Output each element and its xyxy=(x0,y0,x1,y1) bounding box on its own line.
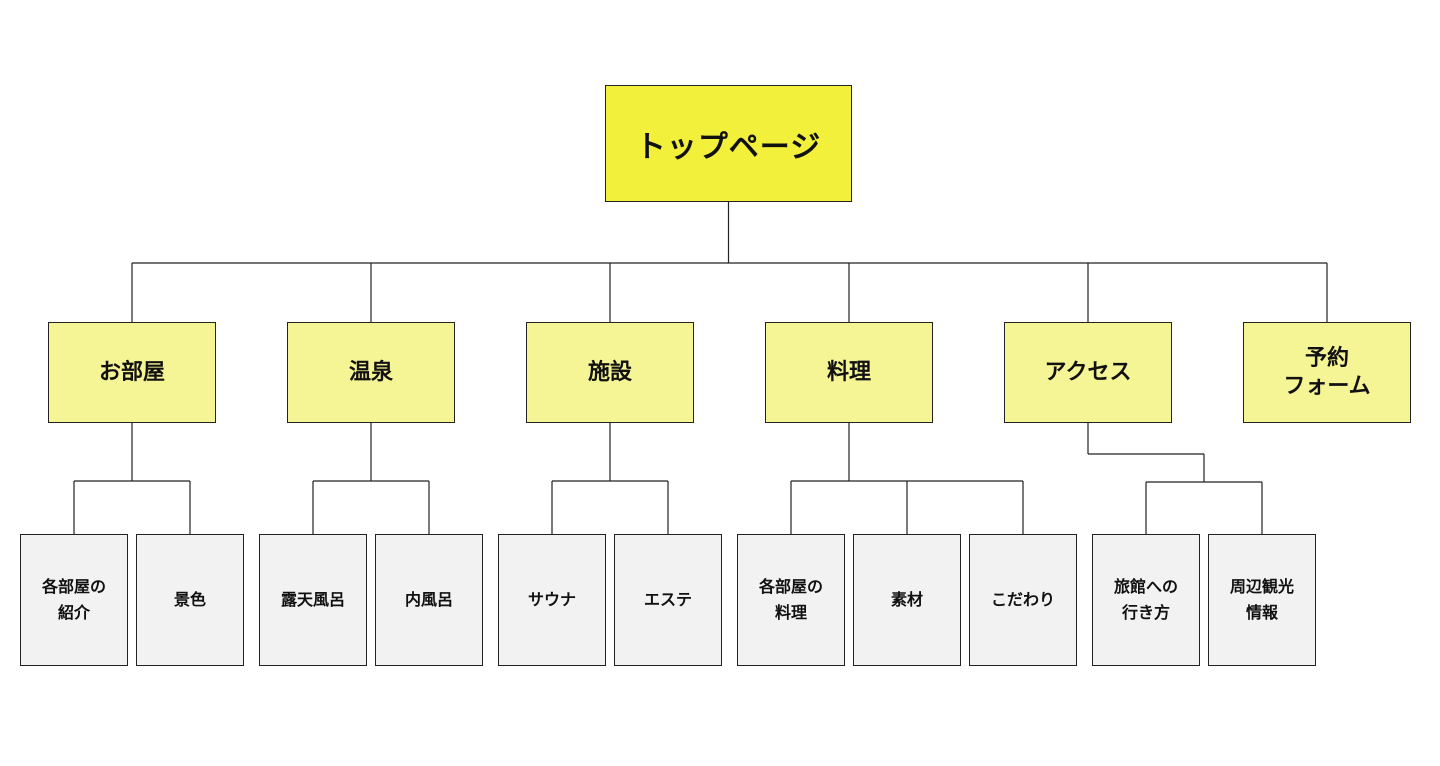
top-page-label: トップページ xyxy=(635,129,822,165)
page-node[interactable]: 景色 xyxy=(136,534,244,666)
page-node[interactable]: 露天風呂 xyxy=(259,534,367,666)
page-label: 内風呂 xyxy=(404,590,453,609)
section-node-cuisine[interactable]: 料理 xyxy=(765,322,933,423)
page-label: 露天風呂 xyxy=(280,590,345,609)
section-label: お部屋 xyxy=(98,359,165,385)
page-node[interactable]: 内風呂 xyxy=(375,534,483,666)
page-label: エステ xyxy=(643,590,692,609)
section-label: 料理 xyxy=(826,359,871,385)
page-node[interactable]: 各部屋の 料理 xyxy=(737,534,845,666)
section-node-rooms[interactable]: お部屋 xyxy=(48,322,216,423)
page-label: 素材 xyxy=(890,590,923,609)
section-node-facilities[interactable]: 施設 xyxy=(526,322,694,423)
section-node-onsen[interactable]: 温泉 xyxy=(287,322,455,423)
page-node[interactable]: 旅館への 行き方 xyxy=(1092,534,1200,666)
page-label: 各部屋の 紹介 xyxy=(41,577,106,622)
page-label: 周辺観光 情報 xyxy=(1229,577,1294,622)
page-node[interactable]: エステ xyxy=(614,534,722,666)
page-label: 旅館への 行き方 xyxy=(1113,577,1178,622)
page-label: こだわり xyxy=(990,590,1055,609)
page-node[interactable]: サウナ xyxy=(498,534,606,666)
page-node[interactable]: こだわり xyxy=(969,534,1077,666)
section-node-access[interactable]: アクセス xyxy=(1004,322,1172,423)
page-label: 各部屋の 料理 xyxy=(758,577,823,622)
section-label: 予約 フォーム xyxy=(1283,345,1371,399)
section-label: アクセス xyxy=(1044,359,1132,385)
page-node[interactable]: 各部屋の 紹介 xyxy=(20,534,128,666)
section-label: 温泉 xyxy=(348,359,393,385)
page-node[interactable]: 素材 xyxy=(853,534,961,666)
page-node[interactable]: 周辺観光 情報 xyxy=(1208,534,1316,666)
page-label: サウナ xyxy=(527,590,576,609)
top-page-node[interactable]: トップページ xyxy=(605,85,852,202)
section-node-reservation[interactable]: 予約 フォーム xyxy=(1243,322,1411,423)
page-label: 景色 xyxy=(173,590,206,609)
section-label: 施設 xyxy=(587,359,632,385)
